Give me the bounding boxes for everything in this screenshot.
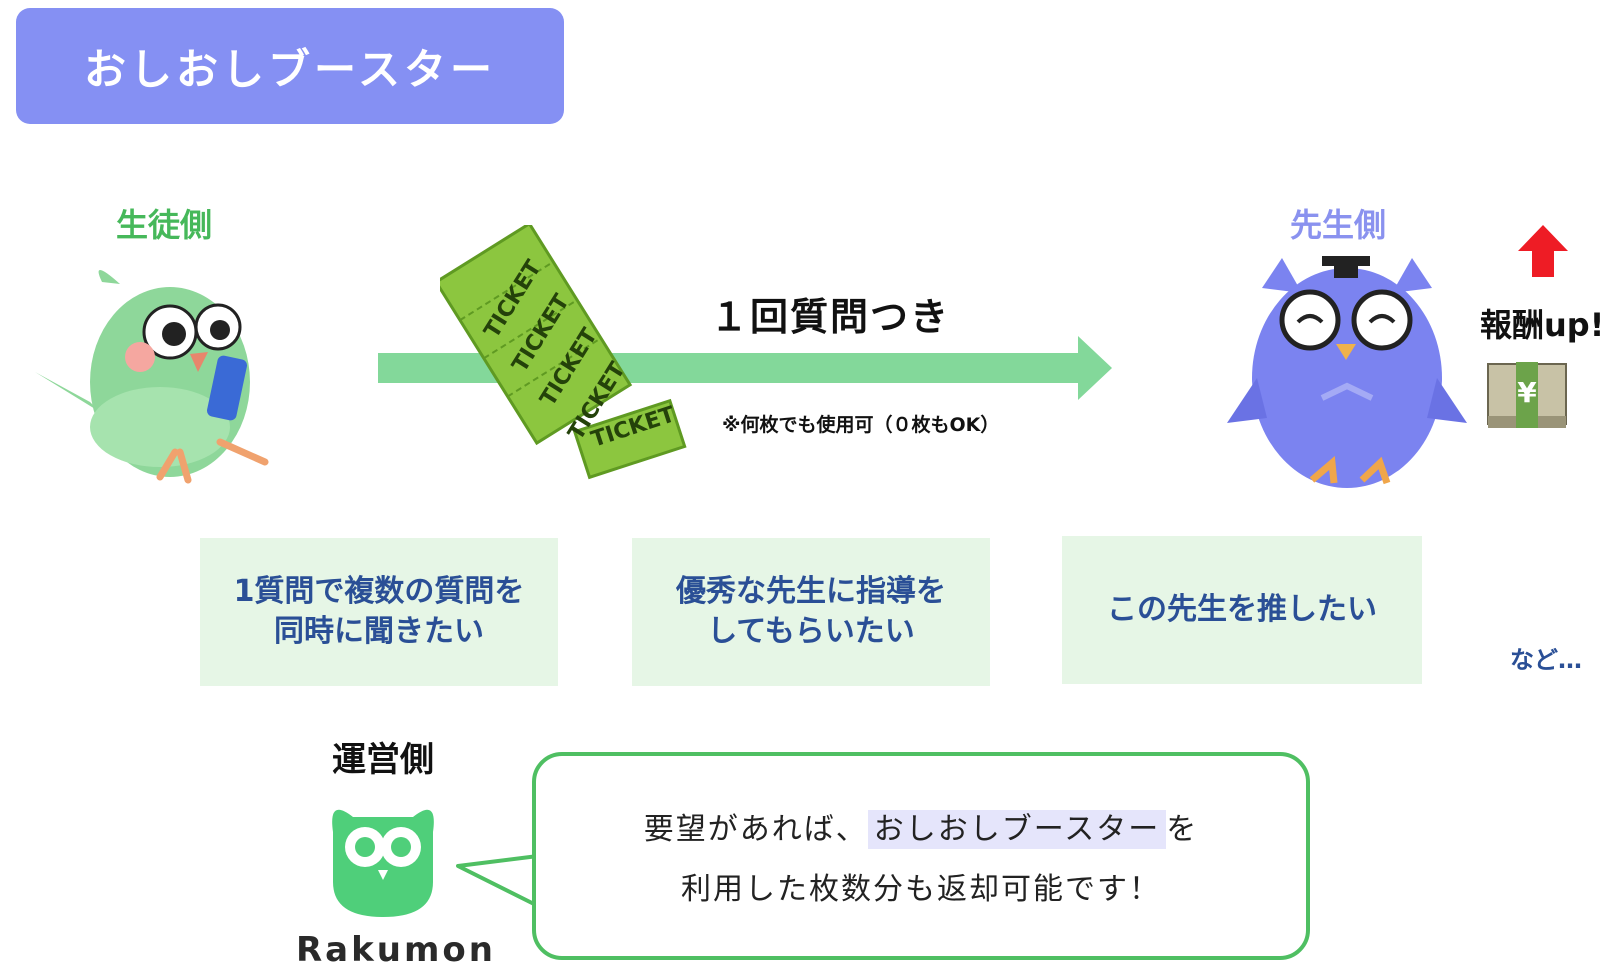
reward-text: 報酬up! [1480,306,1605,344]
wish-1-line-1: 1質問で複数の質問を [233,574,525,609]
wish-3-line-1: この先生を推したい [1107,592,1377,627]
up-arrow-icon [1518,225,1568,277]
wish-2-line-2: してもらいたい [707,614,915,649]
bubble-line-1: 要望があれば、おしおしブースターを [536,804,1306,849]
speech-bubble: 要望があれば、おしおしブースターを 利用した枚数分も返却可能です！ [532,752,1310,960]
teacher-owl-illustration [1227,256,1467,488]
flow-note: ※何枚でも使用可（０枚もOK） [722,414,1000,436]
page-title: おしおしブースター [84,44,496,94]
flow-caption: １回質問つき [710,295,951,339]
etc-label: など… [1510,646,1582,674]
wish-2-line-1: 優秀な先生に指導を [676,574,946,609]
bubble-tail [456,854,539,908]
rakumon-owl-logo-icon [332,809,434,917]
student-side-label: 生徒側 [116,206,213,244]
operator-side-label: 運営側 [332,740,434,780]
wish-box-2: 優秀な先生に指導を してもらいたい [632,538,990,686]
ticket-stack-illustration: TICKET TICKET TICKET TICKET TICKET [434,221,700,485]
teacher-side-label: 先生側 [1290,206,1387,244]
wish-box-3: この先生を推したい [1062,536,1422,684]
title-banner: おしおしブースター [16,8,564,124]
svg-text:¥: ¥ [1517,376,1537,409]
bubble-line-1-post: を [1166,812,1199,847]
bubble-line-2: 利用した枚数分も返却可能です！ [681,872,1161,907]
money-stack-icon: ¥ [1487,362,1567,428]
flow-arrow-head [1078,336,1112,400]
student-bird-illustration [35,269,269,484]
bubble-line-1-pre: 要望があれば、 [643,812,868,847]
bubble-highlight: おしおしブースター [867,810,1167,849]
tickets-icon [434,221,687,480]
wish-1-line-2: 同時に聞きたい [274,614,484,649]
wish-box-1: 1質問で複数の質問を 同時に聞きたい [200,538,558,686]
rakumon-logo-text: Rakumon [296,930,496,970]
